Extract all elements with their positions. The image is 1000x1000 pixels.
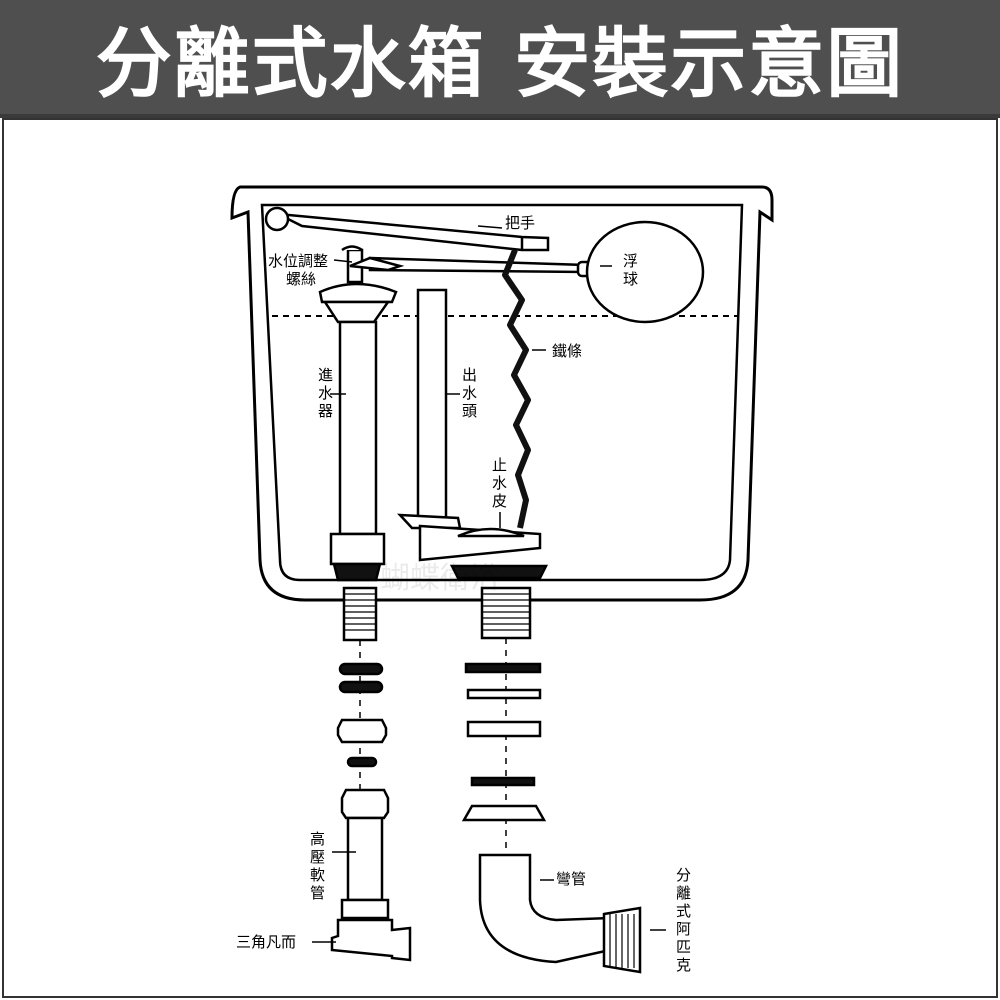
tank-inner	[260, 203, 744, 582]
lbl-flapper-char: 水	[492, 474, 507, 492]
label-angle-valve: 三角凡而	[236, 933, 296, 951]
title-bar: 分離式水箱 安裝示意圖	[0, 0, 1000, 118]
leader-lines	[312, 225, 666, 943]
lbl-outlet-char: 出	[462, 366, 477, 384]
label-handle: 把手	[505, 214, 535, 232]
lbl-adapter-char: 匹	[676, 938, 691, 956]
inlet-parts	[330, 586, 412, 962]
lbl-hose-char: 管	[310, 884, 325, 902]
handle-lever	[264, 206, 550, 252]
lbl-inlet-char: 進	[318, 366, 333, 384]
float-ball	[585, 220, 705, 324]
label-elbow: 彎管	[556, 870, 586, 888]
lbl-outlet-char: 水	[462, 384, 477, 402]
lbl-flapper-char: 止	[492, 456, 507, 474]
level-screw	[318, 245, 405, 304]
lbl-float-char: 球	[623, 270, 638, 288]
lbl-adapter-char: 阿	[676, 920, 691, 938]
lbl-adapter-char: 分	[676, 866, 691, 884]
outlet-parts	[461, 586, 547, 848]
page-title: 分離式水箱 安裝示意圖	[95, 19, 905, 108]
inlet-valve	[322, 300, 391, 582]
tank-outer	[230, 185, 774, 602]
label-hose: 高壓軟管	[310, 830, 325, 902]
lbl-adapter-char: 式	[676, 902, 691, 920]
lbl-hose-char: 壓	[310, 848, 325, 866]
label-flapper: 止水皮	[492, 456, 507, 510]
lbl-inlet-char: 器	[318, 402, 333, 420]
label-outlet: 出水頭	[462, 366, 477, 420]
label-level-screw: 水位調整 螺絲	[268, 252, 333, 288]
label-chain: 鐵條	[552, 342, 582, 360]
label-level-screw-line1: 水位調整	[268, 252, 328, 270]
flapper	[449, 527, 549, 580]
watermark: 蝴蝶衛浴	[380, 561, 500, 596]
thread-hatching	[344, 593, 635, 968]
lbl-hose-char: 高	[310, 830, 325, 848]
label-adapter: 分離式阿匹克	[676, 866, 691, 974]
lbl-outlet-char: 頭	[462, 402, 477, 420]
lbl-float-char: 浮	[623, 252, 638, 270]
chain	[502, 248, 531, 529]
lbl-adapter-char: 離	[676, 884, 691, 902]
label-float: 浮球	[623, 252, 638, 288]
label-inlet-valve: 進水器	[318, 366, 333, 420]
lbl-flapper-char: 皮	[492, 492, 507, 510]
label-level-screw-line2: 螺絲	[286, 270, 316, 288]
lbl-adapter-char: 克	[676, 956, 691, 974]
lbl-inlet-char: 水	[318, 384, 333, 402]
lbl-hose-char: 軟	[310, 866, 325, 884]
